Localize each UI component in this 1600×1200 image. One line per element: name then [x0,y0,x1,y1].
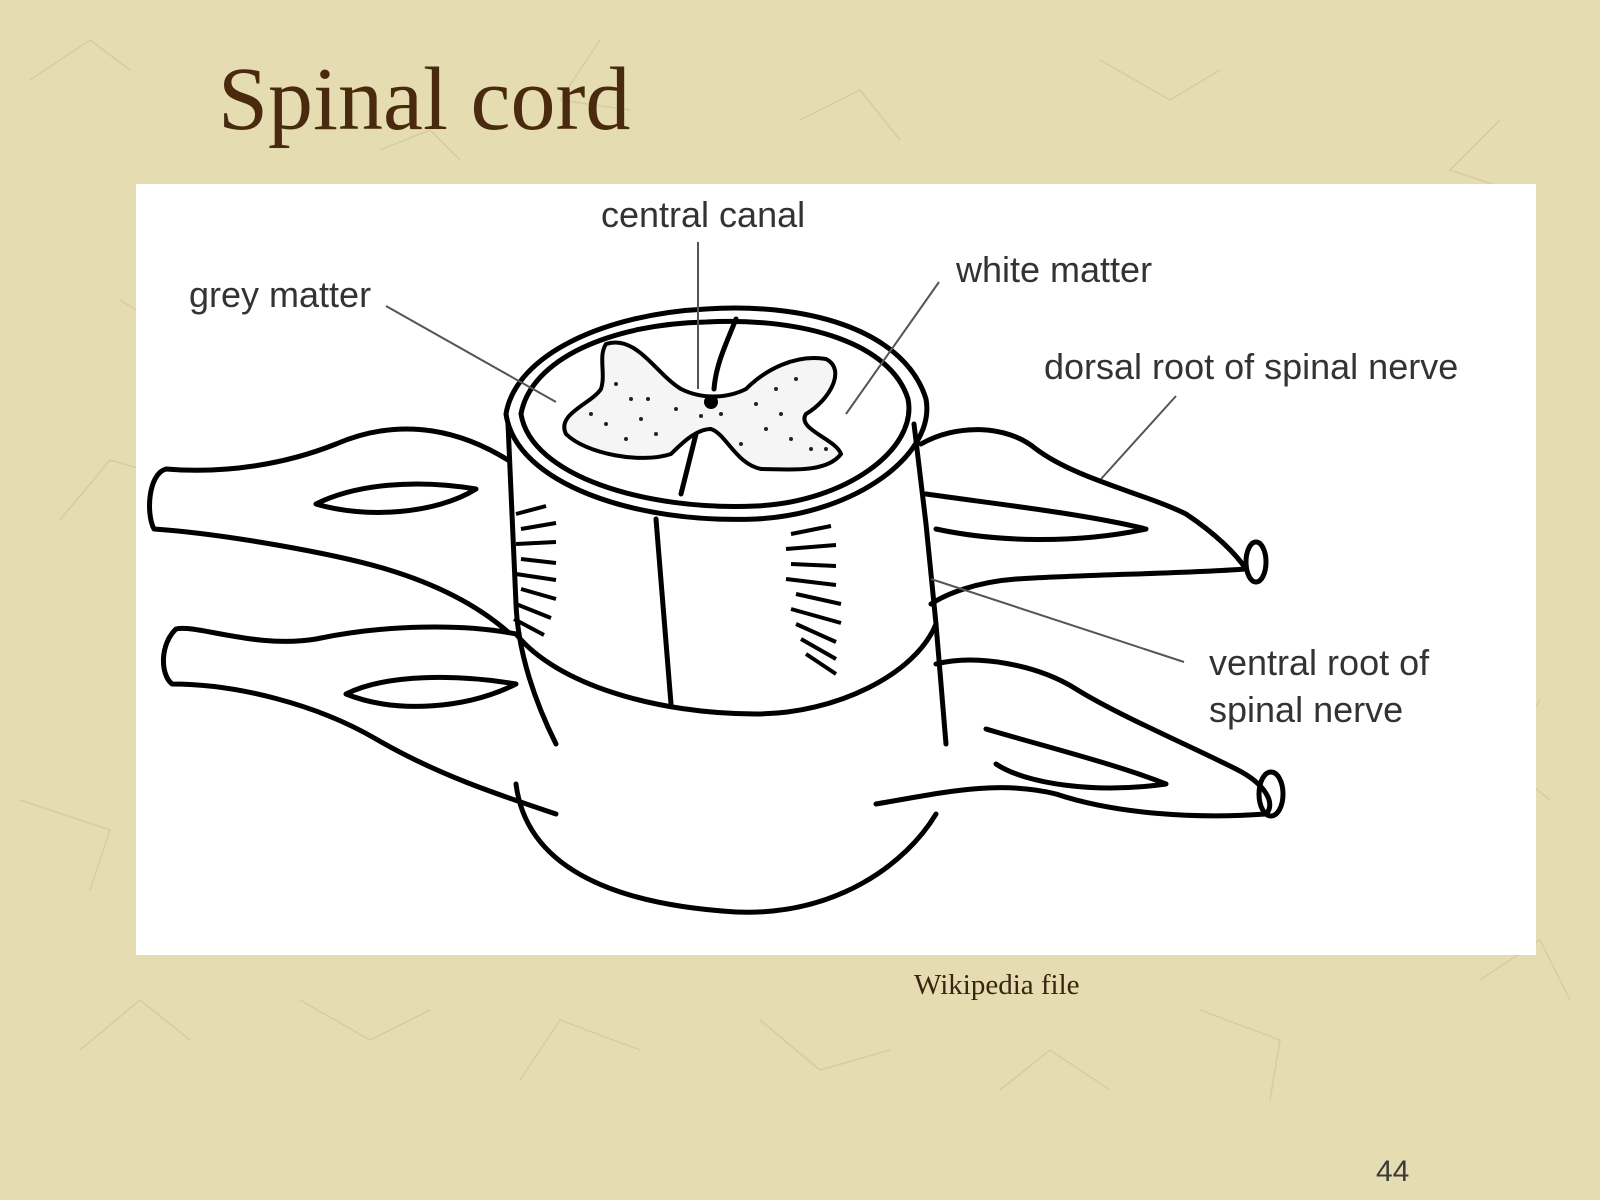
central-canal-dot [704,395,718,409]
label-dorsal-root: dorsal root of spinal nerve [1044,346,1459,387]
right-dorsal-ganglion [923,491,1149,543]
spinal-cord-diagram: central canal white matter grey matter d… [136,184,1536,955]
label-grey-matter: grey matter [189,274,372,315]
leader-dorsal-root [1100,395,1177,480]
right-dorsal-root-end [1243,539,1269,585]
left-ventral-ganglion [343,674,519,709]
label-ventral-root-line1: ventral root of [1209,642,1430,683]
right-ventral-ganglion [983,726,1169,791]
leader-ventral-root [930,578,1185,663]
label-central-canal: central canal [601,194,806,235]
cord-top-rim [503,305,930,522]
dorsal-sulcus [711,316,739,392]
leader-grey-matter [385,305,557,403]
right-ventral-root [873,657,1273,819]
ventral-fissure [678,431,699,497]
cord-middle-rim [513,621,939,717]
page-number: 44 [1376,1155,1410,1188]
leader-white-matter [845,281,940,415]
right-dorsal-root [918,427,1249,607]
slide-title: Spinal cord [218,50,631,149]
cord-bottom [513,781,939,915]
cord-front-seam [653,516,674,707]
right-ventral-root-end [1256,769,1286,819]
spinal-cord-illustration [147,242,1286,915]
label-ventral-root-line2: spinal nerve [1209,689,1404,730]
left-dorsal-root [147,426,511,635]
label-white-matter: white matter [956,249,1153,290]
left-dorsal-ganglion [313,481,479,515]
cord-right-side [911,421,949,747]
left-ventral-root [160,624,559,817]
image-caption: Wikipedia file [914,969,1080,1001]
grey-matter-shape [562,340,844,472]
cord-left-side [505,421,559,747]
cord-inner-rim [518,318,912,509]
